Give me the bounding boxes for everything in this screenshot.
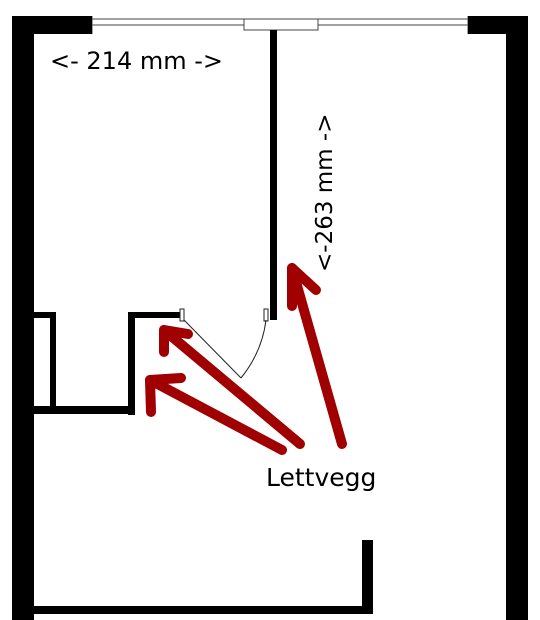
partition-left-vertical (50, 312, 56, 408)
door-swing-icon (179, 308, 269, 379)
sliding-window-icon (91, 16, 471, 34)
partition-horizontal (34, 406, 135, 414)
arrow-head-2 (145, 373, 186, 417)
interior-walls (34, 30, 373, 614)
exterior-walls (12, 16, 528, 620)
partition-stub-top (128, 312, 182, 318)
wall-right (506, 16, 528, 620)
partition-stub-vertical (128, 312, 135, 415)
wall-bottom (34, 606, 368, 614)
partition-vertical (270, 30, 277, 320)
arrow-shaft-3 (287, 263, 347, 449)
width-dimension-label: <- 214 mm -> (50, 47, 223, 75)
callout-label: Lettvegg (266, 463, 376, 492)
arrow-head-1 (159, 325, 193, 357)
partition-left-top (34, 312, 56, 318)
arrow-shaft-1 (159, 325, 305, 449)
depth-dimension-label: <-263 mm -> (312, 114, 338, 272)
arrow-icon (145, 263, 347, 455)
wall-left (12, 16, 34, 620)
arrow-head-3 (287, 263, 321, 311)
wall-bottom-post (362, 540, 373, 614)
arrow-shaft-2 (145, 375, 287, 455)
